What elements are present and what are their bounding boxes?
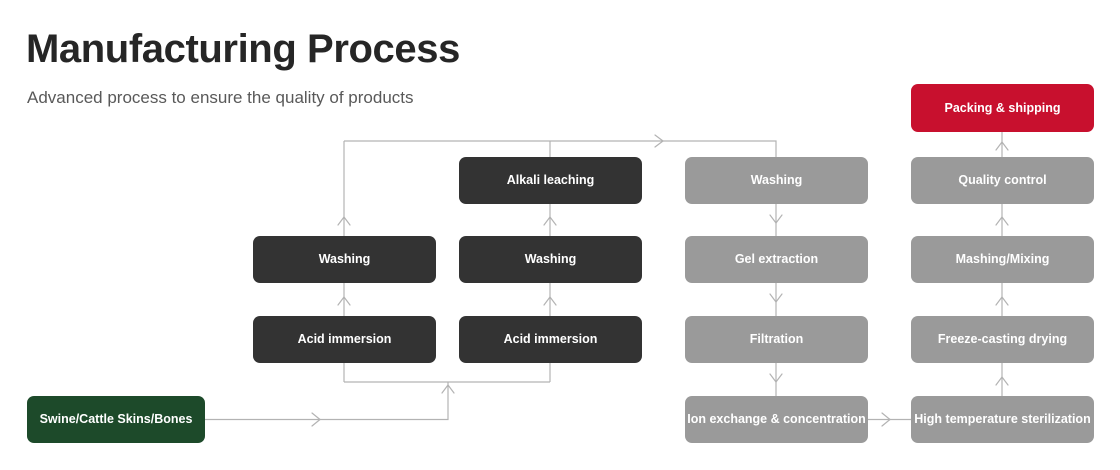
node-high-temperature-sterilization[interactable]: High temperature sterilization — [911, 396, 1094, 443]
arrowhead-up-freeze-mashing — [995, 296, 1009, 306]
node-freeze-casting-drying[interactable]: Freeze-casting drying — [911, 316, 1094, 363]
node-filtration[interactable]: Filtration — [685, 316, 868, 363]
arrowhead-right-source — [311, 412, 321, 427]
edge-source-split — [205, 382, 449, 421]
arrowhead-right-top-rail — [654, 134, 664, 148]
node-mashing-mixing[interactable]: Mashing/Mixing — [911, 236, 1094, 283]
node-gel-extraction[interactable]: Gel extraction — [685, 236, 868, 283]
arrowhead-up-source-split — [441, 384, 455, 394]
arrowhead-up-acid1-wash1 — [337, 296, 351, 306]
arrowhead-up-sterilization-freeze — [995, 376, 1009, 386]
edge-top-rail — [344, 140, 777, 157]
node-swine-cattle-skins-bones[interactable]: Swine/Cattle Skins/Bones — [27, 396, 205, 443]
arrowhead-up-wash2-alkali — [543, 216, 557, 226]
node-ion-exchange-concentration[interactable]: Ion exchange & concentration — [685, 396, 868, 443]
node-packing-shipping[interactable]: Packing & shipping — [911, 84, 1094, 132]
arrowhead-down-wash3-gel — [769, 214, 783, 224]
arrowhead-up-mashing-quality — [995, 216, 1009, 226]
arrowhead-right-ion-sterilization — [881, 412, 891, 427]
arrowhead-up-acid2-wash2 — [543, 296, 557, 306]
node-washing-1[interactable]: Washing — [253, 236, 436, 283]
arrowhead-down-filtration-ion — [769, 373, 783, 383]
page-subtitle: Advanced process to ensure the quality o… — [27, 88, 414, 107]
page-title: Manufacturing Process — [26, 27, 460, 71]
node-quality-control[interactable]: Quality control — [911, 157, 1094, 204]
node-alkali-leaching[interactable]: Alkali leaching — [459, 157, 642, 204]
arrowhead-up-wash1-rail — [337, 216, 351, 226]
arrowhead-up-quality-packing — [995, 141, 1009, 151]
node-acid-immersion-1[interactable]: Acid immersion — [253, 316, 436, 363]
node-washing-2[interactable]: Washing — [459, 236, 642, 283]
arrowhead-down-gel-filtration — [769, 293, 783, 303]
node-washing-3[interactable]: Washing — [685, 157, 868, 204]
node-acid-immersion-2[interactable]: Acid immersion — [459, 316, 642, 363]
